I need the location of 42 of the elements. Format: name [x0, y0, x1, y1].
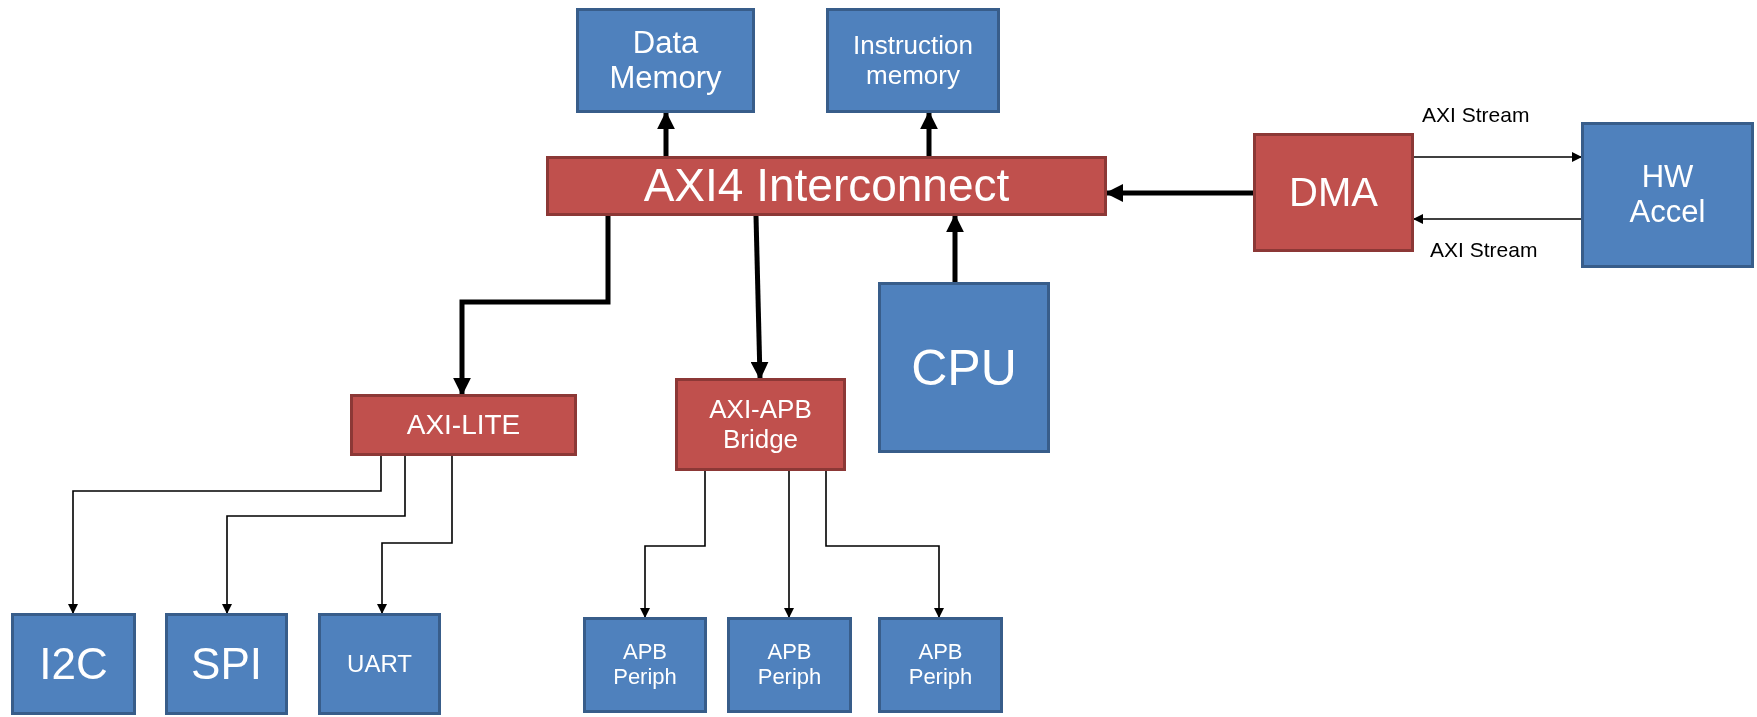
block-label: UART — [346, 650, 413, 678]
block-label: I2C — [38, 639, 109, 689]
block-label: HW Accel — [1628, 160, 1707, 230]
module-box — [318, 613, 441, 715]
module-box — [878, 282, 1050, 453]
arrow — [750, 215, 769, 380]
block-label: AXI-LITE — [405, 409, 522, 441]
block-label: AXI4 Interconnect — [642, 160, 1011, 212]
module-box — [583, 617, 707, 713]
bus-block — [546, 156, 1107, 216]
module-box — [878, 617, 1003, 713]
arrow — [784, 470, 794, 618]
module-box — [826, 8, 1000, 113]
bus-block — [350, 394, 577, 456]
arrow — [657, 111, 675, 156]
block-label: AXI-APB Bridge — [708, 395, 813, 454]
arrow — [825, 470, 944, 618]
block-label: CPU — [910, 339, 1018, 396]
block-label: APB Periph — [907, 640, 974, 690]
module-box — [727, 617, 852, 713]
arrow — [640, 470, 706, 618]
bus-block — [675, 378, 846, 471]
block-label: APB Periph — [612, 640, 678, 690]
block-label: DMA — [1288, 170, 1379, 215]
module-box — [576, 8, 755, 113]
arrow — [222, 455, 406, 614]
arrow — [453, 216, 611, 396]
arrow — [1105, 184, 1253, 202]
arrow — [920, 111, 938, 156]
block-label: SPI — [190, 639, 263, 689]
arrow — [946, 214, 964, 282]
module-box — [165, 613, 288, 715]
arrow — [1413, 152, 1582, 162]
arrow — [68, 455, 382, 614]
module-box — [1581, 122, 1754, 268]
block-label: Instruction memory — [852, 31, 974, 90]
block-label: Data Memory — [608, 25, 723, 96]
arrow — [377, 455, 453, 614]
module-box — [11, 613, 136, 715]
bus-block — [1253, 133, 1414, 252]
block-label: APB Periph — [756, 640, 823, 690]
arrow — [1413, 214, 1582, 224]
